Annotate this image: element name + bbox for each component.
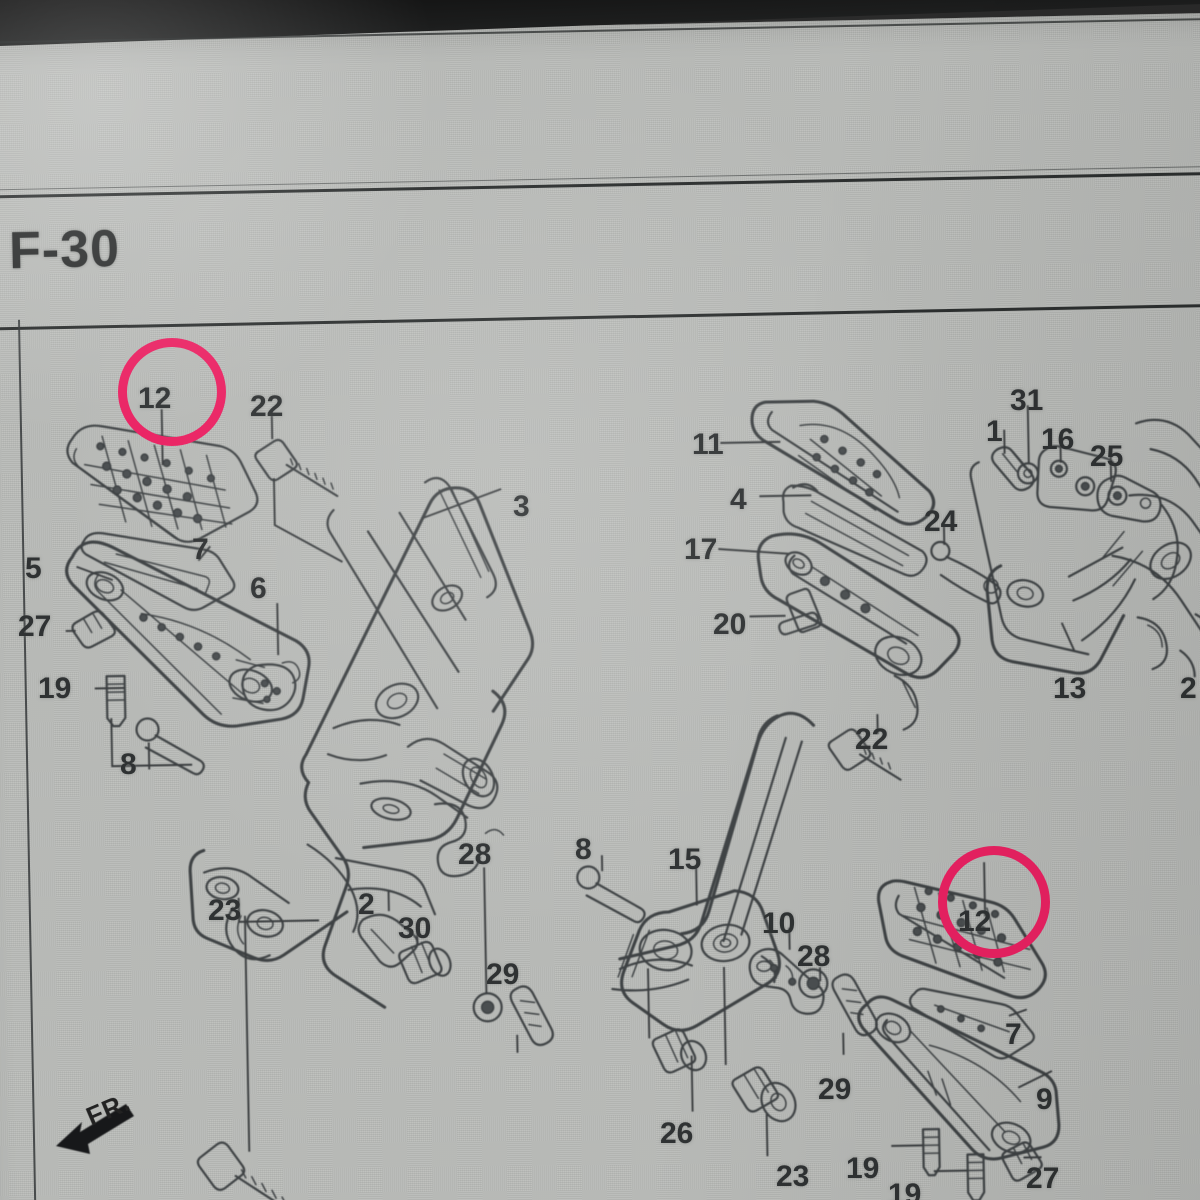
callout-19-upper-left-footpeg: 19 <box>38 672 72 705</box>
part-30-bolt <box>398 940 452 985</box>
callout-2-left-bracket: 2 <box>358 888 375 921</box>
callout-12-lower-right-footpeg: 12 <box>958 905 992 938</box>
callout-23-left-bracket: 23 <box>208 894 242 927</box>
callout-1-right-hanger: 1 <box>986 415 1003 448</box>
callout-24-right-hanger: 24 <box>924 505 958 538</box>
part-19-bolt-lower-right-b <box>966 1153 986 1200</box>
part-4-footpeg-spring <box>781 483 928 577</box>
fr-direction-arrow <box>56 1104 134 1154</box>
part-2-stay <box>357 913 419 968</box>
part-22-bolt-pedal <box>827 728 902 781</box>
part-17-footpeg-holder <box>756 532 961 731</box>
callout-20-upper-right-footpeg: 20 <box>713 608 747 641</box>
callout-13-right-hanger: 13 <box>1053 672 1087 705</box>
part-12-footpeg-rubber-upper-left <box>66 424 259 543</box>
part-8-pin-pedal <box>576 865 646 924</box>
callout-19-lower-right-footpeg: 19 <box>846 1152 880 1185</box>
callout-22-upper-left-footpeg: 22 <box>250 390 284 423</box>
callout-25-right-hanger: 25 <box>1090 440 1124 473</box>
callout-9-lower-right-footpeg: 9 <box>1036 1083 1053 1116</box>
callout-3-left-bracket: 3 <box>513 490 530 523</box>
frame-fragment-right-edge <box>1111 418 1200 678</box>
part-20-bolt <box>778 587 823 636</box>
part-group-shift-pedal <box>576 711 902 1123</box>
callout-23-shift-pedal: 23 <box>776 1160 810 1193</box>
callout-22-shift-pedal: 22 <box>855 723 889 756</box>
part-19-bolt-lower-right-a <box>921 1127 941 1177</box>
part-27-bolt-upper-left <box>71 610 116 649</box>
callout-29-left-bracket: 29 <box>486 958 520 991</box>
part-3-left-footpeg-bracket <box>188 476 554 1200</box>
callout-15-shift-pedal: 15 <box>668 843 702 876</box>
page-title: F-30 <box>8 219 121 281</box>
callout-6-upper-left-footpeg: 6 <box>250 572 267 605</box>
part-31-ring <box>1016 462 1040 485</box>
part-group-upper-right-footpeg <box>750 399 961 731</box>
callout-8-upper-left-footpeg: 8 <box>120 748 137 781</box>
part-8-pin-upper-left <box>135 717 205 776</box>
diagram-frame <box>8 298 1200 1200</box>
part-7-footpeg-spring-lower-right <box>909 987 1035 1060</box>
part-29-cotter-pedal <box>831 973 878 1037</box>
part-5-footpeg-holder-upper-left <box>65 540 311 728</box>
part-group-right-hanger <box>930 418 1200 678</box>
callout-17-upper-right-footpeg: 17 <box>684 533 718 566</box>
callout-29-shift-pedal: 29 <box>818 1073 852 1106</box>
exploded-parts-artwork <box>65 399 1200 1200</box>
leader-lines <box>65 405 1113 1173</box>
callout-12-upper-left-footpeg: 12 <box>138 382 172 415</box>
callout-19-lower-right-footpeg: 19 <box>888 1178 922 1200</box>
part-19-bolt-upper-left <box>105 674 127 728</box>
callout-26-shift-pedal: 26 <box>660 1117 694 1150</box>
callout-30-left-bracket: 30 <box>398 912 432 945</box>
part-6-stopper <box>241 661 301 712</box>
part-23-bolt-left <box>196 1141 300 1200</box>
callout-4-upper-right-footpeg: 4 <box>730 483 747 516</box>
callout-8-shift-pedal: 8 <box>575 833 592 866</box>
callout-7-lower-right-footpeg: 7 <box>1005 1018 1022 1051</box>
part-12-footpeg-rubber-lower-right <box>876 879 1047 1000</box>
part-22-bolt-upper-left <box>254 438 339 498</box>
callout-27-lower-right-footpeg: 27 <box>1026 1162 1060 1195</box>
part-25-clamp <box>1096 474 1162 523</box>
part-29-cotter-left <box>509 985 554 1047</box>
callout-28-shift-pedal: 28 <box>797 940 831 973</box>
callout-5-upper-left-footpeg: 5 <box>25 552 42 585</box>
callout-2-right-edge-cut: 2 <box>1180 672 1197 705</box>
part-28-washer-left <box>472 992 503 1023</box>
part-9-footpeg-holder-lower-right <box>857 995 1061 1161</box>
part-23-bolt-pedal <box>731 1066 797 1123</box>
part-13-hanger-bracket <box>969 461 1144 675</box>
part-15-shift-pedal-arm <box>611 711 816 1032</box>
callout-31-right-hanger: 31 <box>1010 384 1044 417</box>
callout-27-upper-left-footpeg: 27 <box>18 610 52 643</box>
part-24-pin <box>930 540 1002 605</box>
part-26-bolt <box>651 1028 708 1074</box>
callout-16-right-hanger: 16 <box>1041 423 1075 456</box>
callout-7-upper-left-footpeg: 7 <box>192 533 209 566</box>
part-11-footpeg-rubber <box>750 399 936 526</box>
callout-28-left-bracket: 28 <box>458 838 492 871</box>
part-28-washer-pedal <box>798 968 829 999</box>
part-group-upper-left-footpeg <box>65 424 339 776</box>
callout-10-shift-pedal: 10 <box>762 907 796 940</box>
part-7-footpeg-spring-upper-left <box>80 531 236 612</box>
callout-11-upper-right-footpeg: 11 <box>692 428 724 461</box>
